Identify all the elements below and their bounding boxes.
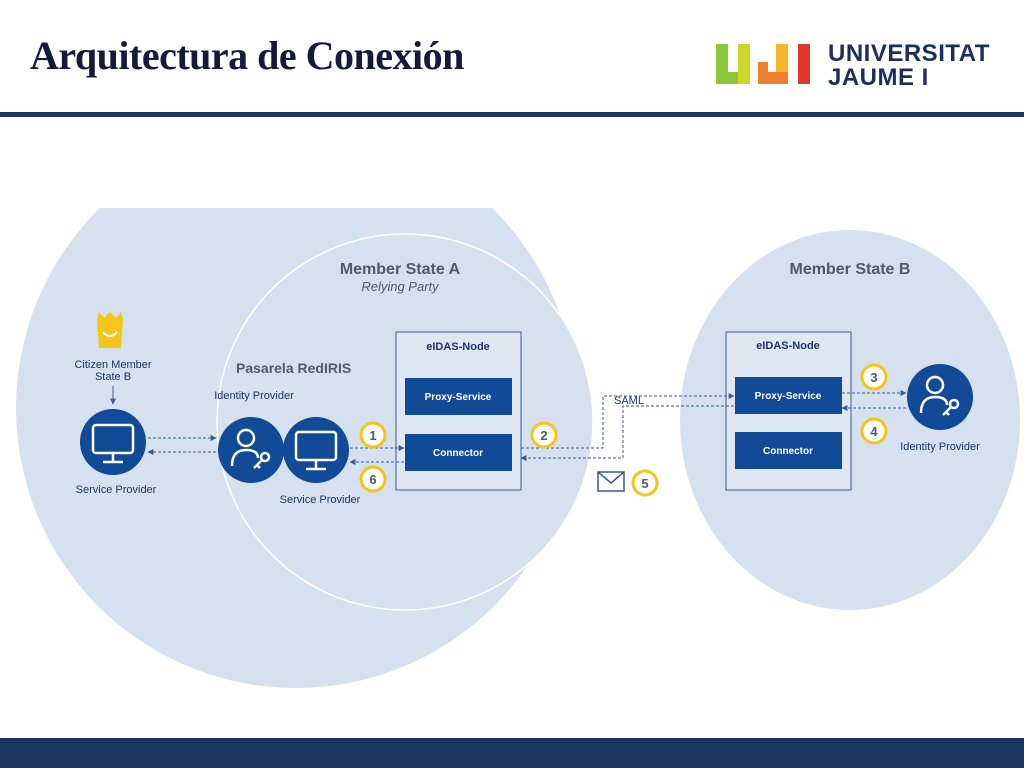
citizen-label-line1: Citizen Member — [74, 359, 151, 371]
eidas-node-b-connector — [735, 432, 842, 469]
citizen-label-line2: State B — [95, 371, 131, 383]
monitor-icon — [294, 430, 338, 471]
eidas-node-b-title: eIDAS-Node — [756, 340, 820, 352]
eidas-node-a-proxy-label: Proxy-Service — [425, 392, 492, 403]
eidas-node-b-proxy-service — [735, 377, 842, 414]
citizen-icon — [97, 312, 123, 348]
pasarela-label: Pasarela RedIRIS — [236, 360, 351, 376]
user-key-icon — [919, 375, 960, 416]
header-divider — [0, 112, 1024, 117]
page-title: Arquitectura de Conexión — [30, 33, 464, 78]
service-provider-left-node — [80, 409, 146, 475]
member-state-b-circle — [680, 230, 1020, 610]
identity-provider-b-label: Identity Provider — [900, 441, 980, 453]
eidas-node-a-title: eIDAS-Node — [426, 341, 490, 353]
step-marker-1: 1 — [359, 421, 387, 449]
uji-logo-mark — [716, 44, 810, 84]
monitor-icon — [91, 423, 135, 464]
saml-response-arrow — [520, 405, 734, 461]
step-marker-5: 5 — [631, 469, 659, 497]
user-key-icon — [230, 428, 271, 469]
service-provider-left-label: Service Provider — [76, 484, 157, 496]
step-marker-2: 2 — [530, 421, 558, 449]
svg-text:4: 4 — [870, 424, 878, 439]
step-marker-6: 6 — [359, 465, 387, 493]
member-state-a-inner-circle — [216, 233, 594, 611]
saml-label: SAML — [614, 395, 644, 407]
university-logo: UNIVERSITAT JAUME I — [714, 40, 994, 90]
svg-text:3: 3 — [870, 370, 877, 385]
pasarela-service-provider-node — [283, 417, 349, 483]
step-marker-3: 3 — [860, 363, 888, 391]
member-state-a-subtitle: Relying Party — [361, 279, 440, 294]
member-state-b-title: Member State B — [790, 261, 911, 278]
eidas-node-a-proxy-service — [405, 378, 512, 415]
logo-text-line1: UNIVERSITAT — [828, 40, 990, 67]
eidas-node-b-proxy-label: Proxy-Service — [755, 391, 822, 402]
envelope-icon — [597, 471, 625, 492]
pasarela-sp-label: Service Provider — [280, 494, 361, 506]
svg-text:1: 1 — [369, 428, 376, 443]
member-state-a-title: Member State A — [340, 261, 461, 278]
eidas-node-a-connector-label: Connector — [433, 448, 483, 459]
svg-text:5: 5 — [641, 476, 648, 491]
step-marker-4: 4 — [860, 417, 888, 445]
footer-bar — [0, 738, 1024, 768]
pasarela-idp-label: Identity Provider — [214, 390, 294, 402]
saml-request-arrow — [521, 393, 735, 449]
svg-text:2: 2 — [540, 428, 547, 443]
svg-text:6: 6 — [369, 472, 376, 487]
eidas-node-a-connector — [405, 434, 512, 471]
logo-text-line2: JAUME I — [828, 64, 929, 91]
eidas-node-b-connector-label: Connector — [763, 446, 813, 457]
